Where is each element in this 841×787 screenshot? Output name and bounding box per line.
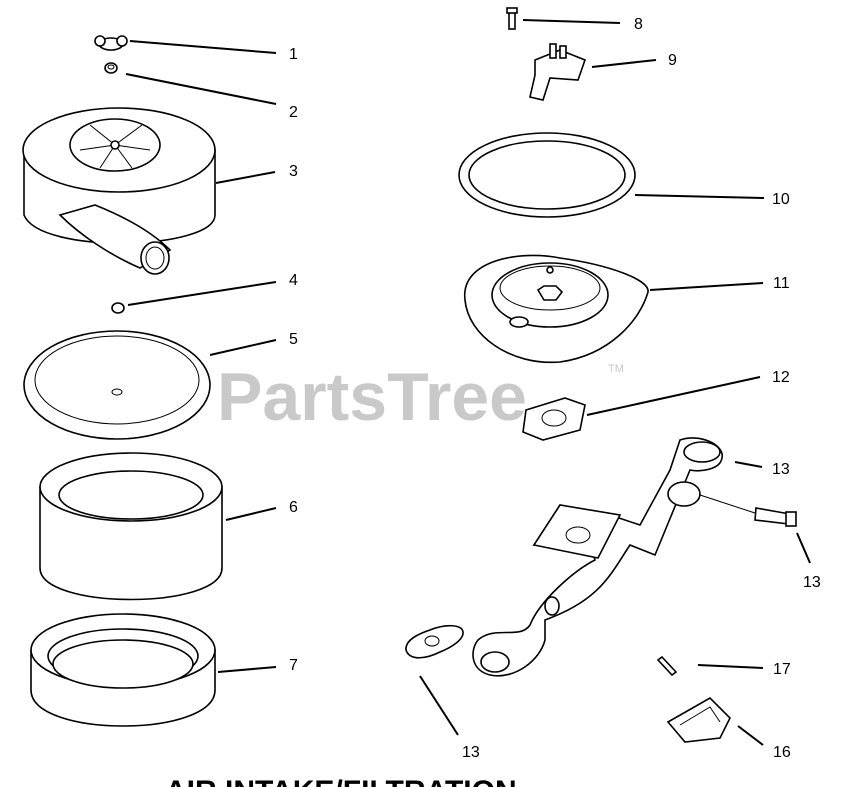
callout-9: 9 — [668, 52, 677, 69]
part-11-base[interactable] — [464, 254, 649, 364]
callout-17: 17 — [773, 661, 791, 678]
callout-8: 8 — [634, 16, 643, 33]
diagram-caption: AIR INTAKE/FILTRATION — [165, 775, 517, 787]
callout-10: 10 — [772, 191, 790, 208]
callout-13-gasket: 13 — [462, 744, 480, 761]
callout-6: 6 — [289, 499, 298, 516]
part-16-foam-block[interactable] — [666, 697, 731, 743]
leader-lines — [125, 19, 811, 746]
callout-5: 5 — [289, 331, 298, 348]
part-3-air-cleaner-cover[interactable] — [22, 107, 216, 275]
part-13-intake-elbow[interactable] — [472, 437, 723, 677]
part-2-nut[interactable] — [104, 62, 118, 74]
part-8-screw[interactable] — [506, 7, 518, 30]
callout-1: 1 — [289, 46, 298, 63]
watermark-trademark: TM — [608, 363, 624, 375]
part-1-wing-nut[interactable] — [94, 35, 128, 51]
part-4-nut[interactable] — [111, 302, 125, 314]
callout-13-elbow: 13 — [772, 461, 790, 478]
callout-3: 3 — [289, 163, 298, 180]
part-17-screw[interactable] — [656, 655, 678, 677]
part-6-pre-cleaner[interactable] — [39, 452, 223, 601]
part-10-gasket[interactable] — [458, 132, 636, 218]
part-9-bracket[interactable] — [529, 43, 587, 101]
part-12-gasket[interactable] — [522, 397, 586, 441]
callout-4: 4 — [289, 272, 298, 289]
callout-12: 12 — [772, 369, 790, 386]
callout-11: 11 — [773, 275, 790, 292]
part-5-base-plate[interactable] — [23, 330, 211, 440]
watermark: PartsTree — [217, 359, 527, 435]
part-13-gasket[interactable] — [405, 624, 464, 659]
callout-2: 2 — [289, 104, 298, 121]
part-7-filter-element[interactable] — [30, 613, 216, 727]
callout-13-bolt: 13 — [803, 574, 821, 591]
callout-7: 7 — [289, 657, 298, 674]
part-13-bolt[interactable] — [699, 494, 797, 527]
callout-16: 16 — [773, 744, 791, 761]
